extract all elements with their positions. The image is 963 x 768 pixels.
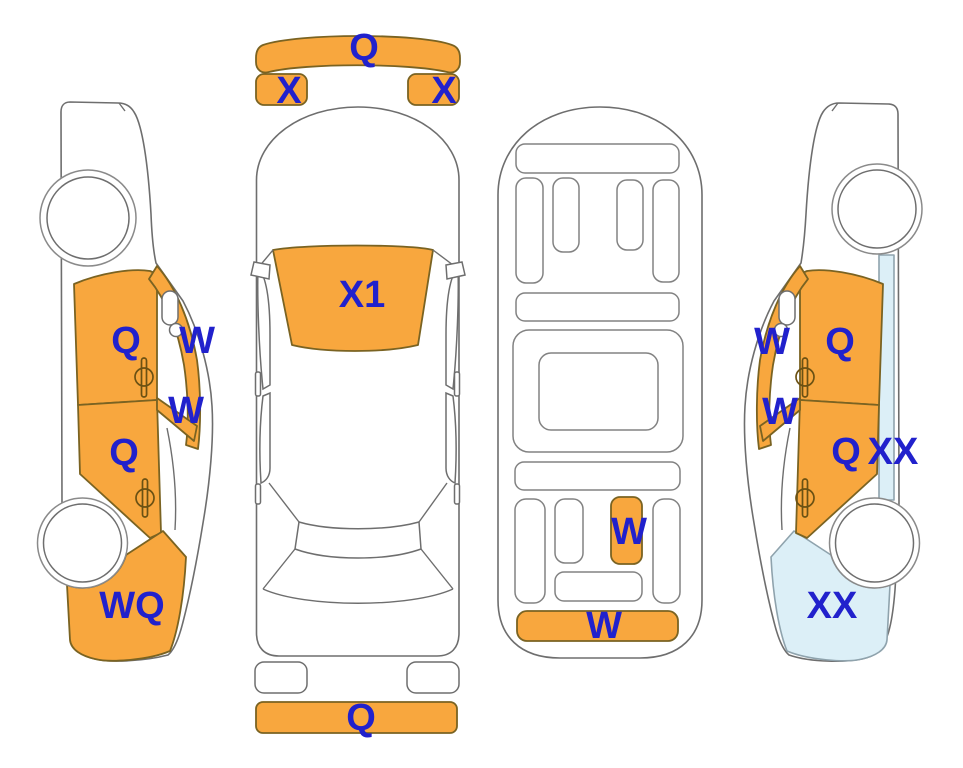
right-side-view: W Q W Q XX XX [743,102,923,663]
top-right-headlight-panel[interactable] [407,73,460,106]
right-rear-wheel [834,503,915,583]
right-front-door-handle-icon [795,357,815,398]
under-rear-crossmember-panel[interactable] [516,610,679,642]
top-left-headlight-panel[interactable] [255,73,308,106]
left-mirror [161,290,179,326]
top-left-front-handle-icon [254,371,262,397]
under-front-rail-right [652,179,680,283]
right-rear-window-line [780,427,791,531]
under-rear-member-left [554,498,584,564]
right-mirror [778,290,796,326]
label-right-rear-quarter: XX [807,585,858,627]
label-under-rear-crossmember: W [586,605,622,647]
top-trunk-lid-line [262,588,454,604]
right-front-wheel [837,169,917,249]
top-left-taillight [254,661,308,694]
top-left-rear-window [259,391,271,485]
under-mid-crossmember [515,292,680,322]
top-left-rear-handle-icon [254,483,262,505]
right-front-door-panel[interactable] [799,269,884,406]
label-right-rear-door: Q [831,431,861,473]
under-rear-crossmember-front [514,461,681,491]
left-side-view: Q W W Q WQ [36,101,215,662]
top-right-rear-window [445,391,457,485]
left-rear-door-handle-icon [135,478,155,518]
under-front-member-left [552,177,580,253]
top-windshield-panel[interactable] [272,244,434,352]
top-right-front-window [445,265,460,391]
label-right-rear-sill: XX [868,431,919,473]
right-hood-seam [831,102,839,112]
label-left-a-pillar: W [179,320,215,362]
under-rear-rail-right [652,498,681,604]
label-right-b-pillar: W [762,391,798,433]
under-rear-member-right-panel[interactable] [610,496,643,565]
label-right-a-pillar: W [754,321,790,363]
right-rear-door-panel[interactable] [795,399,880,539]
label-top-front-bumper: Q [349,27,379,69]
right-rear-door-handle-icon [795,478,815,518]
top-trunk-seam-left [262,548,296,590]
top-body-outline [255,106,460,657]
top-c-pillar-line-right [418,482,448,523]
right-mirror-base [773,322,789,338]
under-fuel-tank [538,352,659,431]
label-left-b-pillar: W [168,390,204,432]
left-hood-seam [118,102,126,112]
label-right-front-door: Q [825,321,855,363]
top-left-mirror [250,261,271,280]
under-rear-panel-member [554,571,643,602]
label-top-rear-bumper: Q [346,697,376,739]
left-rear-wheel [42,503,123,583]
left-front-wheel [46,176,130,260]
under-rear-rail-left [514,498,546,604]
left-mirror-base [168,322,184,338]
top-trunk-seam-right [420,548,454,590]
right-b-pillar-panel[interactable] [759,397,801,442]
under-front-member-right [616,179,644,251]
under-front-rail-left [515,177,544,284]
left-rear-window-line [166,427,177,531]
top-front-bumper-panel[interactable] [255,35,461,74]
top-view: Q X X X1 Q [250,27,466,739]
label-top-right-headlight: X [431,70,457,112]
top-right-rear-handle-icon [453,483,461,505]
label-top-left-headlight: X [276,70,302,112]
label-top-windshield: X1 [339,274,385,316]
under-front-crossmember [515,143,680,174]
top-rear-bumper-panel[interactable] [255,701,458,734]
label-left-rear-quarter: WQ [99,585,164,627]
left-front-door-handle-icon [134,357,154,398]
underbody-view: W W [497,106,703,659]
top-right-taillight [406,661,460,694]
label-left-front-door: Q [111,320,141,362]
top-right-front-handle-icon [453,371,461,397]
left-b-pillar-panel[interactable] [156,397,198,442]
label-left-rear-door: Q [109,432,139,474]
label-under-rear-member: W [611,511,647,553]
top-left-front-window [256,265,271,391]
top-right-mirror [445,261,466,280]
top-c-pillar-line-left [268,482,300,523]
